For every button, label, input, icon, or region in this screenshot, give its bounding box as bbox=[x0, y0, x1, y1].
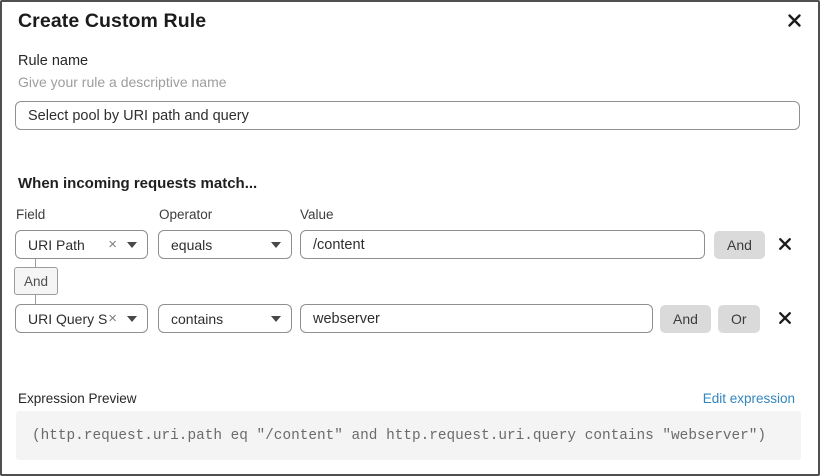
dialog-title: Create Custom Rule bbox=[18, 10, 207, 32]
close-icon bbox=[787, 13, 801, 27]
operator-select-1-value: equals bbox=[171, 236, 213, 253]
edit-expression-link[interactable]: Edit expression bbox=[702, 391, 795, 406]
field-select-2-value: URI Query St... bbox=[28, 310, 108, 327]
delete-condition-button-1[interactable] bbox=[774, 233, 796, 255]
close-button[interactable] bbox=[782, 8, 806, 32]
condition-row-2: URI Query St... × contains And Or bbox=[2, 304, 820, 334]
field-column-label: Field bbox=[16, 207, 46, 222]
operator-select-1[interactable]: equals bbox=[158, 230, 292, 259]
operator-select-2[interactable]: contains bbox=[158, 304, 292, 333]
expression-preview-box: (http.request.uri.path eq "/content" and… bbox=[16, 411, 801, 460]
add-or-condition-button-2[interactable]: Or bbox=[718, 305, 760, 333]
chevron-down-icon bbox=[271, 315, 281, 322]
chevron-down-icon bbox=[127, 241, 137, 248]
rule-name-input[interactable] bbox=[15, 101, 800, 130]
delete-condition-icon bbox=[779, 312, 791, 324]
expression-code: (http.request.uri.path eq "/content" and… bbox=[32, 427, 767, 444]
delete-condition-icon bbox=[779, 238, 791, 250]
operator-select-2-value: contains bbox=[171, 310, 224, 327]
expression-preview-label: Expression Preview bbox=[18, 391, 137, 406]
value-input-2[interactable] bbox=[300, 304, 653, 333]
add-and-condition-button-2[interactable]: And bbox=[660, 305, 711, 333]
delete-condition-button-2[interactable] bbox=[774, 307, 796, 329]
clear-icon[interactable]: × bbox=[108, 236, 117, 253]
field-select-1[interactable]: URI Path × bbox=[15, 230, 148, 259]
clear-icon[interactable]: × bbox=[108, 310, 117, 327]
rule-name-label: Rule name bbox=[18, 53, 89, 69]
value-input-1[interactable] bbox=[300, 230, 705, 259]
value-column-label: Value bbox=[300, 207, 334, 222]
and-connector-badge: And bbox=[14, 267, 59, 295]
rule-name-hint: Give your rule a descriptive name bbox=[18, 74, 227, 90]
field-select-2[interactable]: URI Query St... × bbox=[15, 304, 148, 333]
condition-row-1: URI Path × equals And bbox=[2, 230, 820, 260]
chevron-down-icon bbox=[127, 315, 137, 322]
match-heading: When incoming requests match... bbox=[18, 175, 258, 192]
chevron-down-icon bbox=[271, 241, 281, 248]
add-and-condition-button-1[interactable]: And bbox=[714, 231, 765, 259]
operator-column-label: Operator bbox=[159, 207, 213, 222]
field-select-1-value: URI Path bbox=[28, 236, 85, 253]
